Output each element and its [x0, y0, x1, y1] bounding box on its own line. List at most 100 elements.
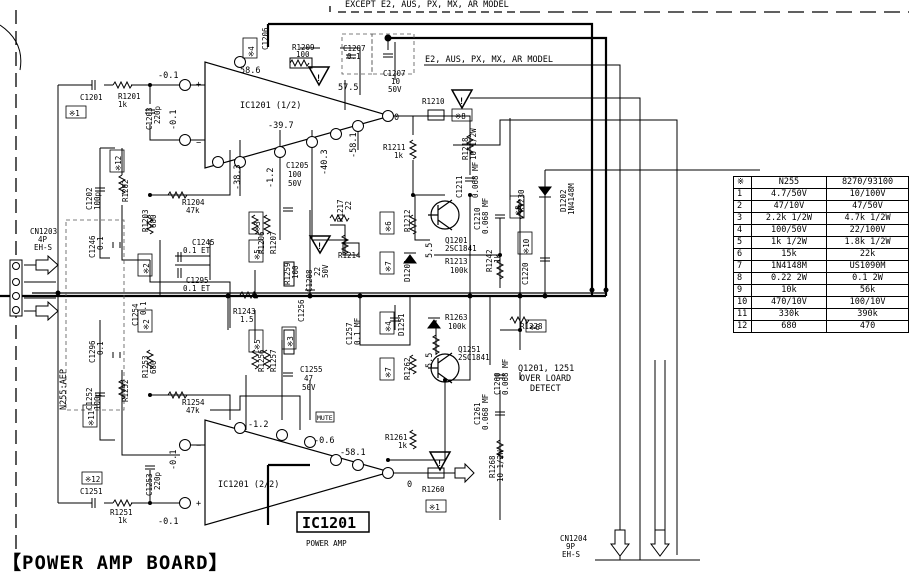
component-label: R1260	[422, 485, 445, 494]
mute-label: MUTE	[317, 414, 333, 422]
component-label: R1252	[121, 379, 130, 402]
table-cell: 4	[733, 224, 752, 237]
table-cell: 330k	[750, 308, 828, 321]
reference-mark: ※8	[455, 112, 466, 121]
table-cell: 10	[733, 296, 752, 309]
component-value: 0.068 MF	[501, 358, 510, 395]
component-value: 100k	[448, 322, 467, 331]
q1201-note-line: OVER LOARD	[520, 374, 571, 384]
parts-table-header: ※ N255 8270/93100	[733, 176, 909, 189]
component-label: C1255	[300, 365, 323, 374]
component-value: 10 1/2W	[496, 450, 505, 482]
table-header-cell: 8270/93100	[826, 176, 909, 189]
table-cell: 1N4148M	[750, 260, 828, 273]
voltage-reading: 5.5	[425, 353, 435, 368]
table-cell: 47/10V	[750, 200, 828, 213]
reference-mark: ※6	[529, 323, 540, 332]
cn1203-pins: 4P	[38, 235, 48, 244]
component-labels: C1201 R1201 1k C1203 220p C1206 R1209 10…	[80, 27, 576, 525]
transistor-q1201	[428, 199, 460, 231]
junction-dots	[55, 83, 609, 505]
component-value: 1k	[493, 253, 502, 263]
component-value: 1k	[394, 151, 404, 160]
component-label: C1251	[80, 487, 103, 496]
table-cell: 680	[750, 320, 828, 333]
component-label: R1261	[385, 433, 408, 442]
table-cell: 4.7/50V	[750, 188, 828, 201]
q1201-note-line: DETECT	[530, 384, 561, 394]
reference-mark: ※1	[69, 109, 80, 118]
voltage-reading: 0	[394, 113, 399, 123]
component-label: C1261	[473, 402, 482, 425]
component-value: 50V	[302, 383, 316, 392]
voltage-reading: 58.6	[240, 66, 260, 76]
component-value: 0.1 ET	[183, 284, 211, 293]
table-cell: 8	[733, 272, 752, 285]
svg-text:!: !	[317, 242, 322, 252]
component-label: C1245	[192, 238, 215, 247]
component-label: R1268	[488, 455, 497, 478]
component-label: R1228	[520, 322, 543, 331]
component-label: R1213	[445, 257, 468, 266]
table-cell: 5	[733, 236, 752, 249]
cn1203-connector	[9, 259, 23, 317]
table-cell: 6	[733, 248, 752, 261]
safety-warning-icon	[307, 66, 474, 472]
reference-mark: ※5	[253, 339, 262, 350]
cn1204-pins: 9P	[566, 542, 576, 551]
ic1201-upper-opamp: + −	[196, 61, 393, 169]
reference-mark: ※11	[87, 411, 96, 426]
table-cell: 1.8k 1/2W	[826, 236, 909, 249]
component-value: 100	[288, 170, 302, 179]
component-label: C1208	[305, 269, 314, 292]
reference-mark: ※2	[142, 263, 151, 274]
component-label: R1202	[121, 179, 130, 202]
board-title: 【POWER AMP BOARD】	[2, 551, 229, 572]
component-label: C1211	[455, 175, 464, 198]
component-label: C1295	[186, 276, 209, 285]
component-value: 2SC1841	[458, 353, 490, 362]
reference-mark: ※4	[384, 321, 393, 332]
voltage-reading: 57.5	[338, 83, 358, 93]
table-header-cell: N255	[750, 176, 828, 189]
voltage-reading: -58.1	[340, 448, 366, 458]
model-note: E2, AUS, PX, MX, AR MODEL	[425, 55, 553, 65]
component-label: R1211	[383, 143, 406, 152]
svg-text:+: +	[196, 499, 201, 509]
component-label: R1201	[118, 92, 141, 101]
component-label: R1218	[461, 137, 470, 160]
component-label: D1202	[559, 189, 568, 212]
table-cell: 47/50V	[826, 200, 909, 213]
reference-mark: ※6	[384, 221, 393, 232]
voltage-reading: -0.6	[314, 436, 334, 446]
component-value: 0.068 MF	[481, 393, 490, 430]
voltage-reading: -0.1	[169, 110, 179, 130]
table-cell: 2	[733, 200, 752, 213]
table-cell: 15k	[750, 248, 828, 261]
component-label: Q1201	[445, 236, 468, 245]
component-value: 10 1/2W	[469, 128, 478, 160]
aep-option-region	[65, 33, 415, 411]
voltage-reading: -0.1	[158, 517, 178, 527]
voltage-reading: -39.7	[268, 121, 294, 131]
svg-text:−: −	[196, 441, 201, 451]
component-value: 0.068 MF	[481, 197, 490, 234]
component-label: C1257	[345, 322, 354, 345]
component-label: R1243	[233, 307, 256, 316]
table-cell: 390k	[826, 308, 909, 321]
component-value: 10	[391, 77, 401, 86]
table-cell: 7	[733, 260, 752, 273]
component-label: Q1251	[458, 345, 481, 354]
table-cell: 100/50V	[750, 224, 828, 237]
component-label: C1246	[88, 235, 97, 258]
component-value: 47k	[186, 406, 200, 415]
component-label: R1212	[403, 209, 412, 232]
voltage-reading: -1.2	[266, 168, 276, 188]
component-value: 100	[291, 265, 300, 279]
